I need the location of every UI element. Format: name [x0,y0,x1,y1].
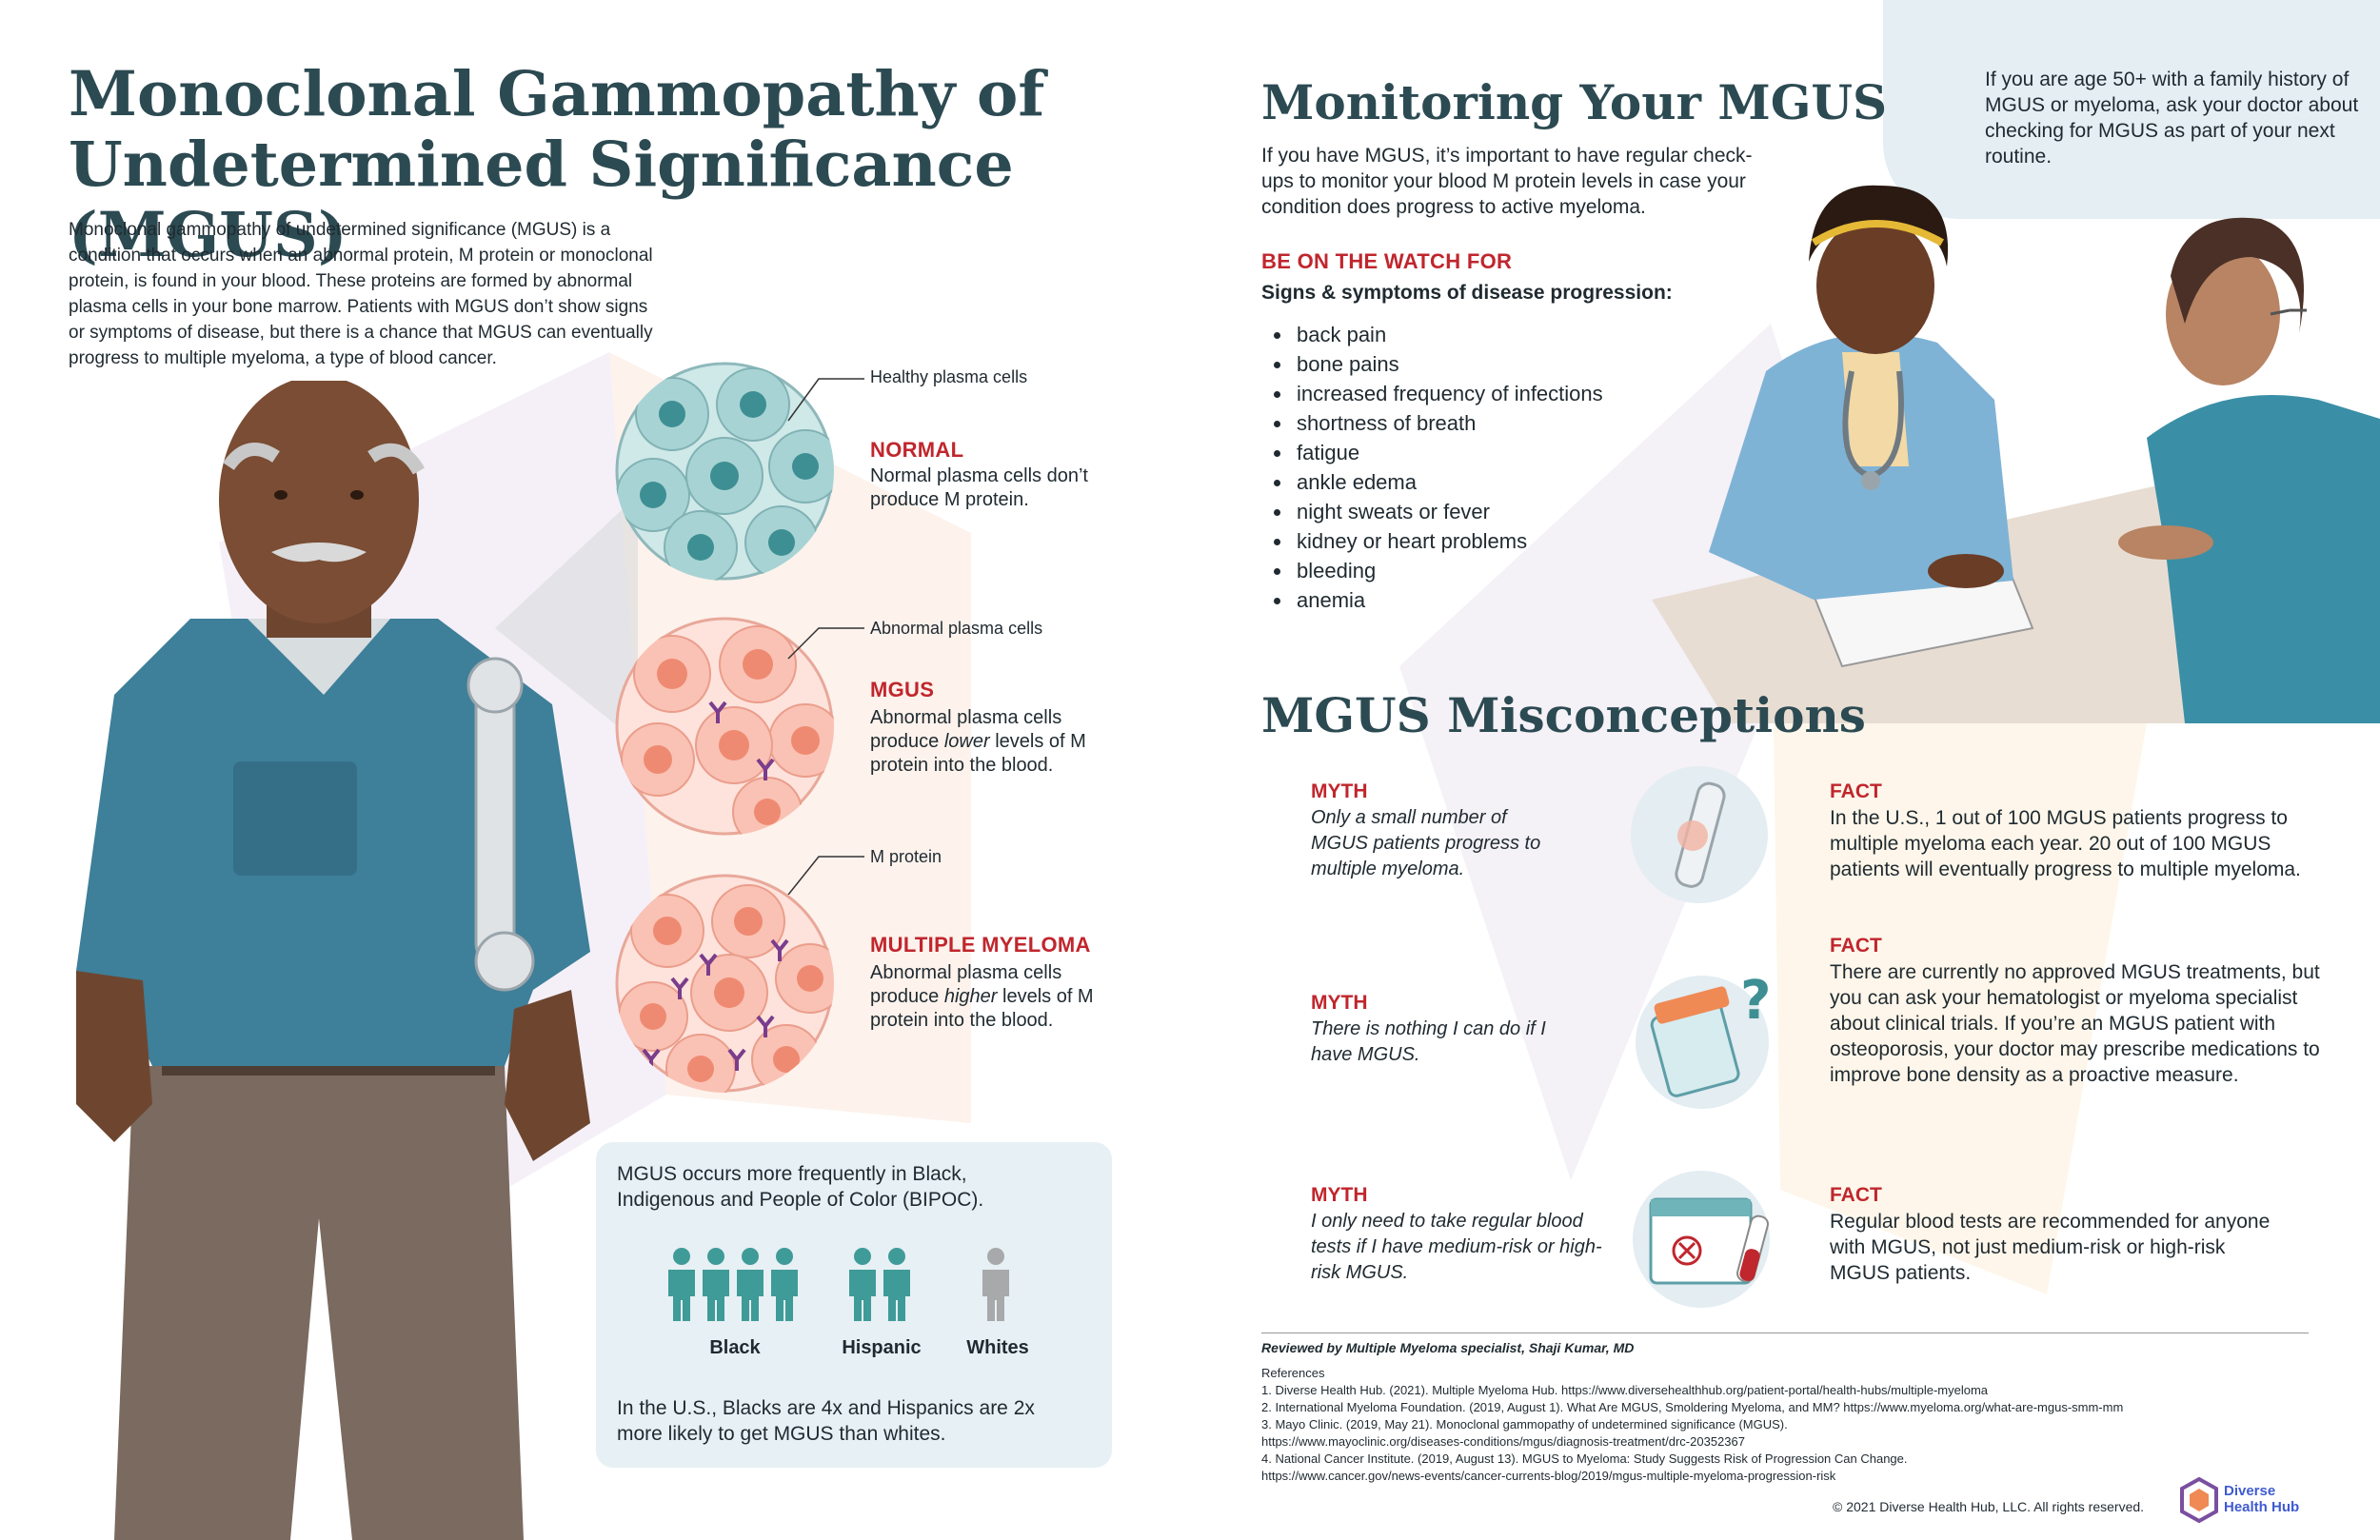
person-icons [982,1248,1009,1321]
callout-healthy-cells: Healthy plasma cells [870,367,1028,386]
callout-lines [787,378,864,895]
logo-text: Diverse Health Hub [2224,1483,2299,1515]
list-item: bone pains [1293,349,1788,379]
people-group-whites: Whites [966,1247,1041,1359]
person-icon [982,1248,1009,1321]
myth-label-2: MYTH [1311,992,1368,1014]
references: References 1. Diverse Health Hub. (2021)… [1261,1365,2309,1485]
calendar-blood-test-icon [1633,1171,1770,1308]
reference-item: 3. Mayo Clinic. (2019, May 21). Monoclon… [1261,1417,1788,1431]
people-group-hispanic: Hispanic [842,1247,924,1359]
page-title-line1: Monoclonal Gammopathy of [69,58,1045,130]
fact-text-3: Regular blood tests are recommended for … [1830,1211,2271,1284]
myth-text-3: I only need to take regular blood tests … [1311,1211,1602,1283]
stage-desc-normal: Normal plasma cells don’t produce M prot… [870,465,1088,510]
stage-label-myeloma: MULTIPLE MYELOMA [870,933,1091,957]
myth-label-3: MYTH [1311,1184,1368,1206]
list-item: bleeding [1293,556,1788,585]
list-item: night sweats or fever [1293,497,1788,526]
stage-label-mgus: MGUS [870,678,935,701]
stage-desc-myeloma: Abnormal plasma cells produce higher lev… [870,962,1094,1031]
person-icon [668,1248,695,1321]
fact-label-2: FACT [1830,935,1882,957]
reference-item: 1. Diverse Health Hub. (2021). Multiple … [1261,1383,1989,1397]
monitoring-title: Monitoring Your MGUS [1261,74,1888,130]
person-icon [771,1248,798,1321]
stage-desc-mgus: Abnormal plasma cells produce lower leve… [870,707,1086,776]
page-title: Monoclonal Gammopathy of Undetermined Si… [69,59,1163,270]
normal-cells-icon [615,362,834,581]
people-group-label: Whites [966,1337,1029,1358]
references-title: References [1261,1366,1325,1380]
myth-text-1: Only a small number of MGUS patients pro… [1311,807,1541,879]
reviewed-by: Reviewed by Multiple Myeloma specialist,… [1261,1340,1635,1355]
copyright: © 2021 Diverse Health Hub, LLC. All righ… [1833,1499,2145,1514]
callout-abnormal-cells: Abnormal plasma cells [870,619,1043,638]
bone-icon [1631,766,1768,903]
myth-text-2: There is nothing I can do if I have MGUS… [1311,1018,1546,1065]
signs-heading: Signs & symptoms of disease progression: [1261,282,1673,304]
speech-bubble [1883,0,2380,219]
page-title-line2: Undetermined Significance (MGUS) [69,128,1014,271]
symptom-list: back pain bone pains increased frequency… [1255,320,1788,615]
list-item: ankle edema [1293,467,1788,497]
logo-line2: Health Hub [2224,1499,2300,1515]
man-illustration [76,381,590,1540]
list-item: back pain [1293,320,1788,349]
reference-item: https://www.mayoclinic.org/diseases-cond… [1261,1434,1745,1449]
myth-label-1: MYTH [1311,780,1368,802]
person-icons [668,1248,798,1321]
reference-item: 2. International Myeloma Foundation. (20… [1261,1400,2124,1414]
speech-bubble-text: If you are age 50+ with a family history… [1985,69,2359,168]
person-icon [703,1248,729,1321]
fact-label-1: FACT [1830,780,1882,802]
people-group-black: Black [666,1247,803,1359]
person-icon [737,1248,764,1321]
list-item: anemia [1293,585,1788,615]
logo-line1: Diverse [2224,1483,2276,1499]
reference-item: 4. National Cancer Institute. (2019, Aug… [1261,1451,1908,1466]
person-icon [883,1248,910,1321]
list-item: fatigue [1293,438,1788,467]
watch-label: BE ON THE WATCH FOR [1261,249,1513,273]
stage-label-normal: NORMAL [870,438,964,462]
bipoc-stats-note: In the U.S., Blacks are 4x and Hispanics… [617,1397,1035,1445]
doctor-patient-illustration [1652,185,2380,723]
list-item: increased frequency of infections [1293,379,1788,408]
reference-item: https://www.cancer.gov/news-events/cance… [1261,1469,1836,1483]
person-icon [849,1248,876,1321]
misconceptions-title: MGUS Misconceptions [1261,687,1866,743]
myeloma-cells-icon [615,874,834,1093]
medicine-bottle-icon: ? [1636,970,1771,1109]
diverse-health-hub-logo-icon [2180,1477,2218,1523]
list-item: kidney or heart problems [1293,526,1788,556]
person-icons [849,1248,910,1321]
fact-text-2: There are currently no approved MGUS tre… [1830,961,2320,1086]
people-group-label: Hispanic [842,1337,922,1358]
bipoc-stats-intro: MGUS occurs more frequently in Black, In… [617,1163,984,1211]
callout-m-protein: M protein [870,847,942,866]
fact-text-1: In the U.S., 1 out of 100 MGUS patients … [1830,807,2301,880]
monitoring-body: If you have MGUS, it’s important to have… [1261,145,1753,218]
list-item: shortness of breath [1293,408,1788,438]
zoom-cone [495,495,638,742]
svg-text:?: ? [1740,970,1771,1032]
people-icons-row: Black Hispanic Whites [609,1247,1095,1358]
fact-label-3: FACT [1830,1184,1882,1206]
intro-paragraph: Monoclonal gammopathy of undetermined si… [69,220,653,368]
people-group-label: Black [709,1337,761,1358]
